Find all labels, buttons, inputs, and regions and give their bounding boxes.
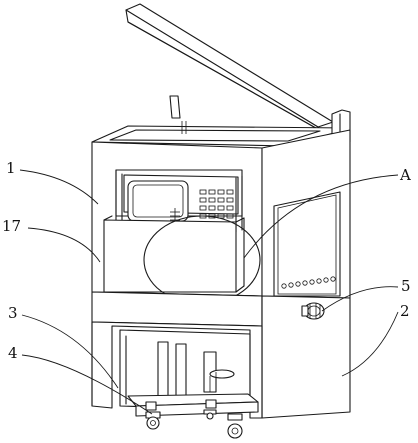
- open-lid: [125, 3, 334, 137]
- leader-17: [27, 227, 101, 263]
- display-screen: [127, 180, 189, 222]
- side-panel-holes: [281, 276, 336, 289]
- leader-a: [243, 174, 399, 259]
- leader-2: [341, 311, 399, 377]
- keypad-buttons: [199, 189, 234, 219]
- caster-wheels: [145, 409, 243, 439]
- drawer-box: [103, 215, 245, 293]
- label-17: 17: [2, 217, 21, 235]
- leader-1: [19, 169, 99, 205]
- adjust-knob: [301, 302, 325, 320]
- reference-numerals: 1 17 3 4 A 5 2: [2, 159, 411, 362]
- leader-lines: [19, 169, 399, 415]
- label-5: 5: [401, 277, 411, 295]
- leader-4: [21, 354, 153, 415]
- leader-5: [321, 286, 399, 312]
- lifting-columns: [157, 341, 235, 401]
- leader-3: [21, 314, 119, 389]
- base-stand: [91, 291, 351, 419]
- label-a: A: [399, 166, 411, 184]
- bottom-plate: [127, 393, 259, 417]
- label-3: 3: [8, 304, 18, 322]
- label-1: 1: [6, 159, 16, 177]
- label-2: 2: [400, 302, 410, 320]
- label-4: 4: [8, 344, 18, 362]
